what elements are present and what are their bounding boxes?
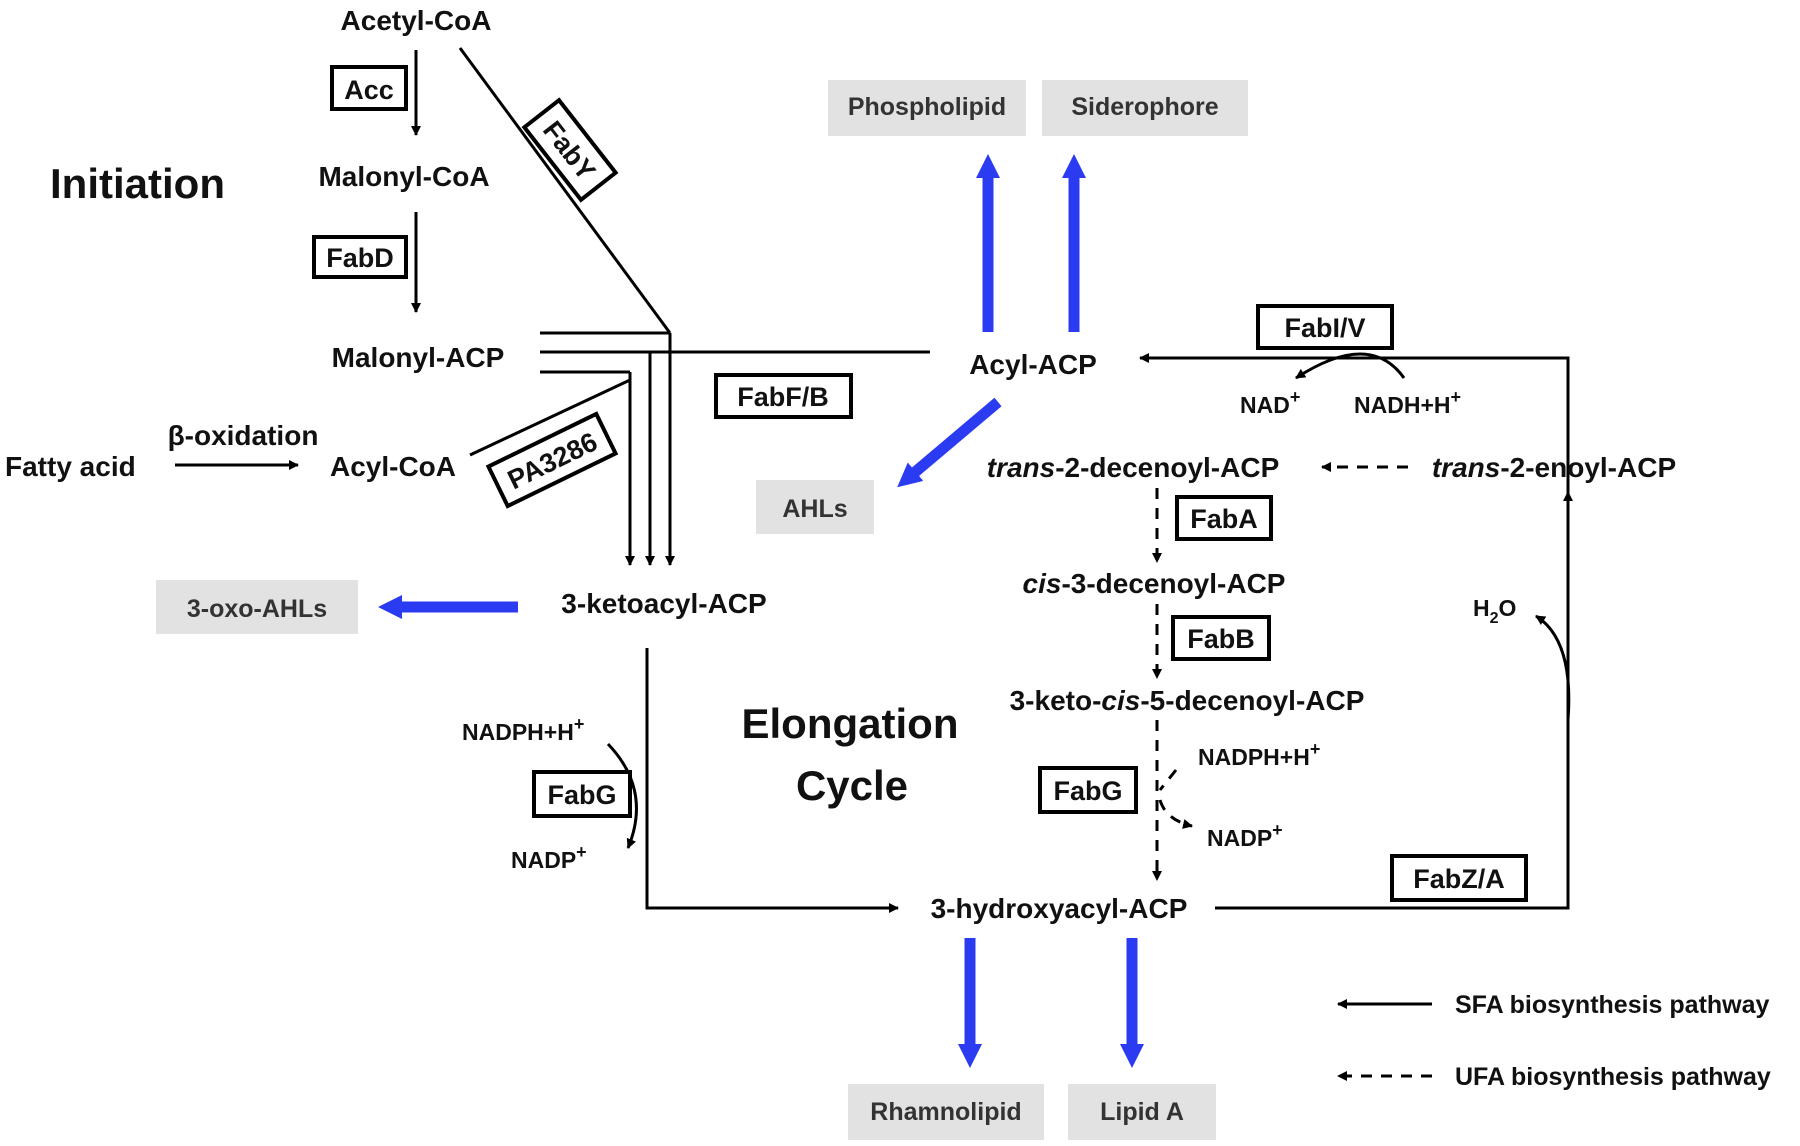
right-nadph-dash [1158, 769, 1178, 791]
nadp-left-label: NADP+ [511, 842, 587, 873]
fabb-enzyme-box: FabB [1171, 615, 1271, 661]
ahls-product: AHLs [756, 480, 874, 534]
malonyl-acp-label: Malonyl-ACP [332, 342, 505, 373]
siderophore-product: Siderophore [1042, 80, 1248, 136]
fatty-acid-label: Fatty acid [5, 451, 136, 482]
phospholipid-label: Phospholipid [848, 93, 1006, 121]
lipid-a-product: Lipid A [1068, 1084, 1216, 1140]
oxo-ahls-product: 3-oxo-AHLs [156, 580, 358, 634]
trans-enoyl-acp-label: trans-2-enoyl-ACP [1432, 452, 1676, 483]
fabd-label: FabD [326, 243, 394, 273]
nad-label: NAD+ [1240, 387, 1300, 418]
phospholipid-product: Phospholipid [828, 80, 1026, 136]
cis-decenoyl-acp-label: cis-3-decenoyl-ACP [1023, 568, 1286, 599]
left-nadph-curve [606, 742, 638, 849]
fabg-left-label: FabG [547, 780, 616, 810]
acyl-acp-label: Acyl-ACP [969, 349, 1097, 380]
fabb-label: FabB [1187, 624, 1255, 654]
acetyl-coa-label: Acetyl-CoA [341, 5, 492, 36]
fabg-left-enzyme-box: FabG [532, 770, 632, 818]
nadp-right-label: NADP+ [1207, 820, 1283, 851]
ketoacyl-to-hydroxyacyl-arrow [645, 648, 899, 913]
faby-enzyme-box: FabY [521, 97, 619, 203]
fabg-right-enzyme-box: FabG [1038, 766, 1138, 814]
keto-cis-decenoyl-acp-label: 3-keto-cis-5-decenoyl-ACP [1010, 685, 1365, 716]
pa3286-line [469, 378, 631, 457]
nadph-right-label: NADPH+H+ [1198, 739, 1320, 770]
acyl-coa-label: Acyl-CoA [330, 451, 456, 482]
water-release-curve [1535, 614, 1571, 721]
acc-label: Acc [344, 75, 394, 105]
fabfb-label: FabF/B [737, 382, 829, 412]
fabd-enzyme-box: FabD [312, 235, 408, 279]
elongation-label-line1: Elongation [742, 700, 959, 747]
siderophore-label: Siderophore [1071, 93, 1218, 121]
fabza-label: FabZ/A [1413, 864, 1505, 894]
fabfb-enzyme-box: FabF/B [714, 373, 853, 419]
acc-enzyme-box: Acc [330, 65, 408, 111]
fabg-right-label: FabG [1053, 776, 1122, 806]
beta-oxidation-label: β-oxidation [168, 420, 319, 451]
fabiv-enzyme-box: FabI/V [1256, 304, 1394, 350]
legend: SFA biosynthesis pathway UFA biosynthesi… [1337, 991, 1771, 1091]
malonyl-coa-label: Malonyl-CoA [318, 161, 489, 192]
legend-sfa-label: SFA biosynthesis pathway [1455, 991, 1770, 1019]
fabza-enzyme-box: FabZ/A [1390, 854, 1528, 902]
faby-bypass-line [458, 47, 672, 334]
nadh-label: NADH+H+ [1354, 387, 1461, 418]
water-label: H2O [1473, 595, 1516, 627]
elongation-label-line2: Cycle [796, 762, 908, 809]
pa3286-enzyme-box: PA3286 [485, 411, 619, 509]
nadph-left-label: NADPH+H+ [462, 714, 584, 745]
acylacp-to-ahls-arrow [897, 397, 1002, 488]
legend-ufa-label: UFA biosynthesis pathway [1455, 1063, 1771, 1091]
right-nadp-dash [1158, 799, 1193, 829]
ahls-label: AHLs [782, 495, 847, 523]
hydroxyacyl-acp-label: 3-hydroxyacyl-ACP [931, 893, 1188, 924]
trans-decenoyl-acp-label: trans-2-decenoyl-ACP [987, 452, 1280, 483]
oxo-ahls-label: 3-oxo-AHLs [187, 595, 327, 623]
rhamnolipid-product: Rhamnolipid [848, 1084, 1044, 1140]
rhamnolipid-label: Rhamnolipid [870, 1098, 1021, 1126]
faba-label: FabA [1190, 504, 1258, 534]
ketoacyl-acp-label: 3-ketoacyl-ACP [561, 588, 766, 619]
initiation-label: Initiation [50, 160, 225, 207]
nadh-curve [1295, 352, 1406, 380]
fabiv-label: FabI/V [1284, 313, 1365, 343]
lipid-a-label: Lipid A [1100, 1098, 1184, 1126]
faba-enzyme-box: FabA [1175, 495, 1273, 541]
